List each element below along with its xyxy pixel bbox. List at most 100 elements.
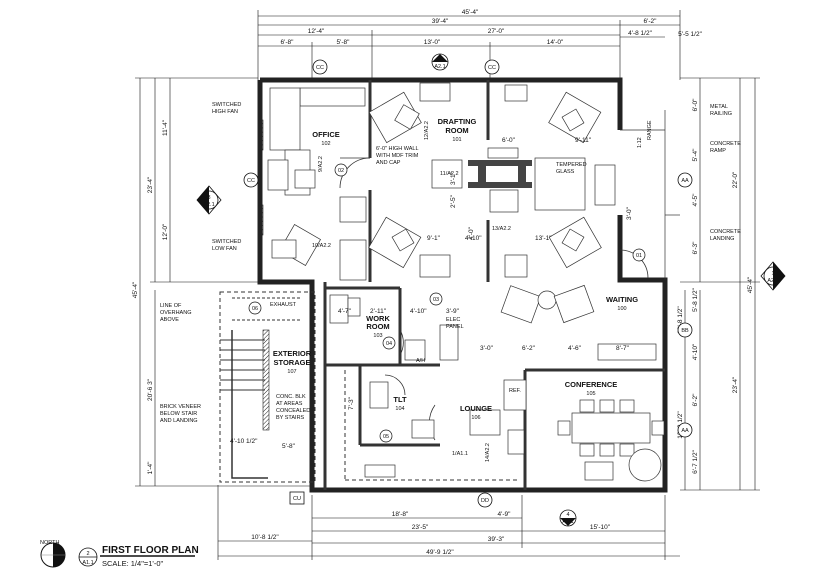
room-waiting-num: 100 [617,306,626,312]
note-conc-3: CONCEALED [276,408,310,414]
title-tag-sheet: A1.1 [82,560,93,566]
elev-tag-10: 10/A2.2 [312,243,331,249]
note-conc-4: BY STAIRS [276,415,305,421]
dim-left-1: 45'-4" [132,281,139,298]
section-ref-4-sheet: A2.1 [562,519,573,525]
office-furniture [267,87,367,281]
dim-int-2: 6'-0" [502,137,516,144]
door-tag-04: 04 [386,341,392,347]
north-arrow-icon [40,542,66,568]
note-elec-1: ELEC [446,317,460,323]
waiting-furniture [500,284,657,361]
dim-bottom-7: 49'-9 1/2" [426,549,454,556]
room-waiting-name: WAITING [606,295,638,304]
title-tag-num: 2 [86,551,89,557]
note-landing-2: LANDING [710,236,734,242]
note-switched-high-2: HIGH FAN [212,109,238,115]
dim-right-11: 6'-2" [692,393,699,407]
dim-int-5: 4'-10" [465,235,482,242]
drafting-furniture [368,82,616,278]
dim-right-4: 6'-0" [692,98,699,112]
section-ref-4-num: 4 [566,512,569,518]
grid-bubble-cc-1: CC [316,65,324,71]
section-ref-2-num: 2 [438,56,441,62]
dim-right-1: 45'-4" [747,276,754,293]
dim-bottom-3: 23'-5" [412,524,429,531]
elev-tag-14: 14/A2.2 [485,443,491,462]
room-drafting-num: 101 [452,137,461,143]
room-conference-name: CONFERENCE [565,380,618,389]
title-tag-icon [78,547,98,567]
dim-int-20: 3'-0" [626,206,633,220]
door-tag-01: 01 [636,253,642,259]
grid-bubble-aa-2: AA [681,428,689,434]
right-dimensions [680,77,760,491]
room-lounge-num: 106 [471,415,480,421]
room-conference-num: 105 [586,391,595,397]
dim-int-17: 2'-5" [450,194,457,208]
interior-walls [323,80,665,490]
note-wall-3: AND CAP [376,160,401,166]
grid-bubble-cc-3: CC [247,178,255,184]
door-tag-02: 02 [338,168,344,174]
dim-int-13: 4'-6" [568,345,582,352]
exterior-walls [257,77,668,493]
dim-int-9: 3'-9" [446,308,460,315]
section-marker-fills [197,54,785,526]
dim-top-6: 5'-5 1/2" [678,31,702,38]
room-tlt-name: TLT [393,395,407,404]
dim-int-19: 4'-0" [468,226,475,240]
note-elec-2: PANEL [446,324,464,330]
dim-bottom-5: 15'-10" [590,524,611,531]
plan-scale: SCALE: 1/4"=1'-0" [102,559,164,568]
dim-top-7: 6'-8" [281,39,295,46]
plan-title: FIRST FLOOR PLAN [102,545,199,556]
note-overhang-1: LINE OF [160,303,182,309]
dim-top-8: 5'-8" [337,39,351,46]
dim-right-8: 5'-8 1/2" [692,287,699,311]
dim-top-10: 14'-0" [547,39,564,46]
dim-bottom-2: 4'-9" [498,511,512,518]
grid-bubble-bb: BB [681,328,689,334]
dim-top-3: 12'-4" [308,28,325,35]
room-storage-num: 107 [287,369,296,375]
elev-tag-11: 11/A2.2 [440,171,459,177]
note-overhang-2: OVERHANG [160,310,191,316]
note-overhang-3: ABOVE [160,317,179,323]
dim-right-10: 4'-10" [692,343,699,360]
dim-right-2: 22'-0" [732,171,739,188]
dim-top-4: 27'-0" [488,28,505,35]
dim-top-2: 6'-2" [644,18,658,25]
dim-left-4: 12'-0" [162,223,169,240]
exterior-storage [219,291,520,483]
top-dimensions [257,10,681,80]
dim-top-1: 39'-4" [432,18,449,25]
room-office-num: 102 [321,141,330,147]
dim-top-5: 4'-8 1/2" [628,30,652,37]
dim-overall-top: 45'-4" [462,9,479,16]
dim-bottom-1: 18'-8" [392,511,409,518]
grid-bubble-cu: CU [293,496,301,502]
note-switched-low-1: SWITCHED [212,239,241,245]
dim-int-7: 2'-11" [370,308,387,315]
room-work-num: 103 [373,333,382,339]
room-drafting-line2: ROOM [445,126,468,135]
dim-int-1: 9'-11" [575,137,592,144]
door-tag-03: 03 [433,297,439,303]
note-conc-1: CONC. BLK [276,394,306,400]
dim-int-6: 13'-1" [535,235,552,242]
section-ref-3-num: 3 [207,195,210,201]
dim-right-6: 4'-5" [692,193,699,207]
note-metal-1: METAL [710,104,728,110]
note-ah: A/H [416,358,425,364]
dim-int-3: 3'-1" [450,171,457,185]
dim-left-3: 11'-4" [162,119,169,136]
note-ref: REF. [509,388,521,394]
dim-left-6: 1'-4" [147,461,154,475]
note-tempered-2: GLASS [556,169,575,175]
dim-right-9: 10'-8 1/2" [677,306,684,334]
dim-bottom-4: 39'-3" [488,536,505,543]
note-slope: 1:12 [637,137,643,148]
dim-int-12: 6'-2" [522,345,536,352]
